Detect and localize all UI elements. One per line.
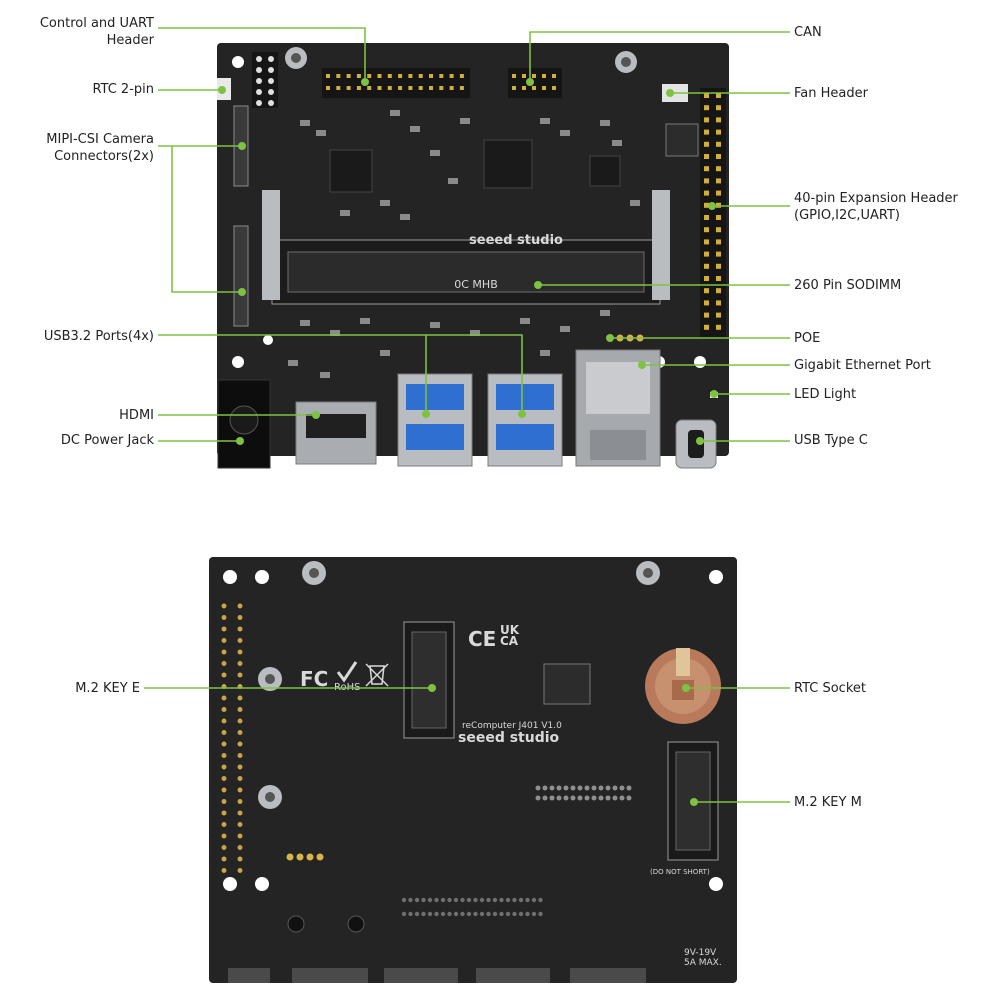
mount-hole (694, 356, 706, 368)
leader-line (171, 146, 242, 293)
leader-endpoint (666, 89, 674, 97)
leader-endpoint (606, 334, 614, 342)
leader-endpoint (682, 684, 690, 692)
chip (589, 155, 621, 187)
ce-mark: CE (468, 627, 496, 651)
jumper-header (252, 52, 278, 108)
label-can: CAN (794, 25, 822, 40)
label-rtc-socket: RTC Socket (794, 681, 866, 696)
leader-endpoint (638, 361, 646, 369)
label-fan-header: Fan Header (794, 86, 868, 101)
label-m2-key-e: M.2 KEY E (75, 681, 140, 696)
label-poe: POE (794, 331, 821, 346)
leader-endpoint (236, 437, 244, 445)
label-led-light: LED Light (794, 387, 857, 402)
bottom-model: reComputer J401 V1.0 (462, 721, 562, 731)
leader-endpoint (238, 142, 246, 150)
sodimm-marking: 0C MHB (454, 278, 497, 291)
label-40pin-expansion-header: 40-pin Expansion Header (GPIO,I2C,UART) (794, 191, 958, 223)
bottom-board-pcb (209, 557, 737, 983)
control-uart-header (322, 68, 470, 98)
mount-hole (232, 56, 244, 68)
leader-endpoint (518, 410, 526, 418)
sodimm-socket: 0C MHB (262, 190, 670, 305)
label-control-uart-header: Control and UART Header (39, 16, 154, 48)
leader-endpoint (312, 411, 320, 419)
chip (483, 139, 533, 189)
leader-endpoint (690, 798, 698, 806)
label-usb-type-c: USB Type C (794, 433, 868, 448)
label-rtc-2pin: RTC 2-pin (92, 82, 154, 97)
leader-endpoint (238, 288, 246, 296)
hdmi-port (295, 401, 377, 465)
leader-endpoint (526, 78, 534, 86)
chip (329, 149, 373, 193)
expansion-header-40pin (700, 88, 726, 338)
expansion-header-back (221, 603, 243, 873)
leader-endpoint (708, 202, 716, 210)
m2-key-e-slot (403, 621, 455, 739)
short-warning: (DO NOT SHORT) (650, 868, 710, 876)
top-board: 0C MHB seeed studio (217, 43, 729, 469)
leader-endpoint (428, 684, 436, 692)
leader-endpoint (534, 281, 542, 289)
label-usb32-ports: USB3.2 Ports(4x) (43, 329, 154, 344)
label-hdmi: HDMI (119, 408, 154, 423)
poe-pads-back (286, 853, 324, 861)
mount-hole (232, 356, 244, 368)
fcc-mark: FC (300, 667, 328, 691)
callout-leader-lines (144, 27, 790, 806)
weee-bin-icon (365, 663, 389, 687)
can-header (508, 68, 562, 98)
leader-line (158, 334, 523, 414)
inductor (543, 663, 591, 705)
label-m2-key-m: M.2 KEY M (794, 795, 862, 810)
ethernet-port (575, 349, 661, 467)
leader-endpoint (696, 437, 704, 445)
inductor (665, 123, 699, 157)
mipi-csi-connector (233, 225, 249, 327)
usb32-stack (397, 373, 473, 467)
via-field (401, 785, 632, 917)
label-mipi-csi-connectors: MIPI-CSI Camera Connectors(2x) (46, 132, 154, 164)
label-gigabit-ethernet: Gigabit Ethernet Port (794, 358, 931, 373)
bottom-brand: seeed studio (458, 730, 560, 746)
leader-endpoint (361, 78, 369, 86)
rohs-check-icon (336, 661, 358, 683)
leader-endpoint (710, 390, 718, 398)
label-dc-power-jack: DC Power Jack (60, 433, 154, 448)
leader-line (158, 27, 366, 82)
label-260pin-sodimm: 260 Pin SODIMM (794, 278, 902, 293)
m2-key-m-slot (667, 741, 719, 861)
leader-endpoint (218, 86, 226, 94)
leader-line (529, 31, 790, 82)
leader-endpoint (422, 410, 430, 418)
usb32-stack (487, 373, 563, 467)
top-brand: seeed studio (469, 233, 563, 248)
